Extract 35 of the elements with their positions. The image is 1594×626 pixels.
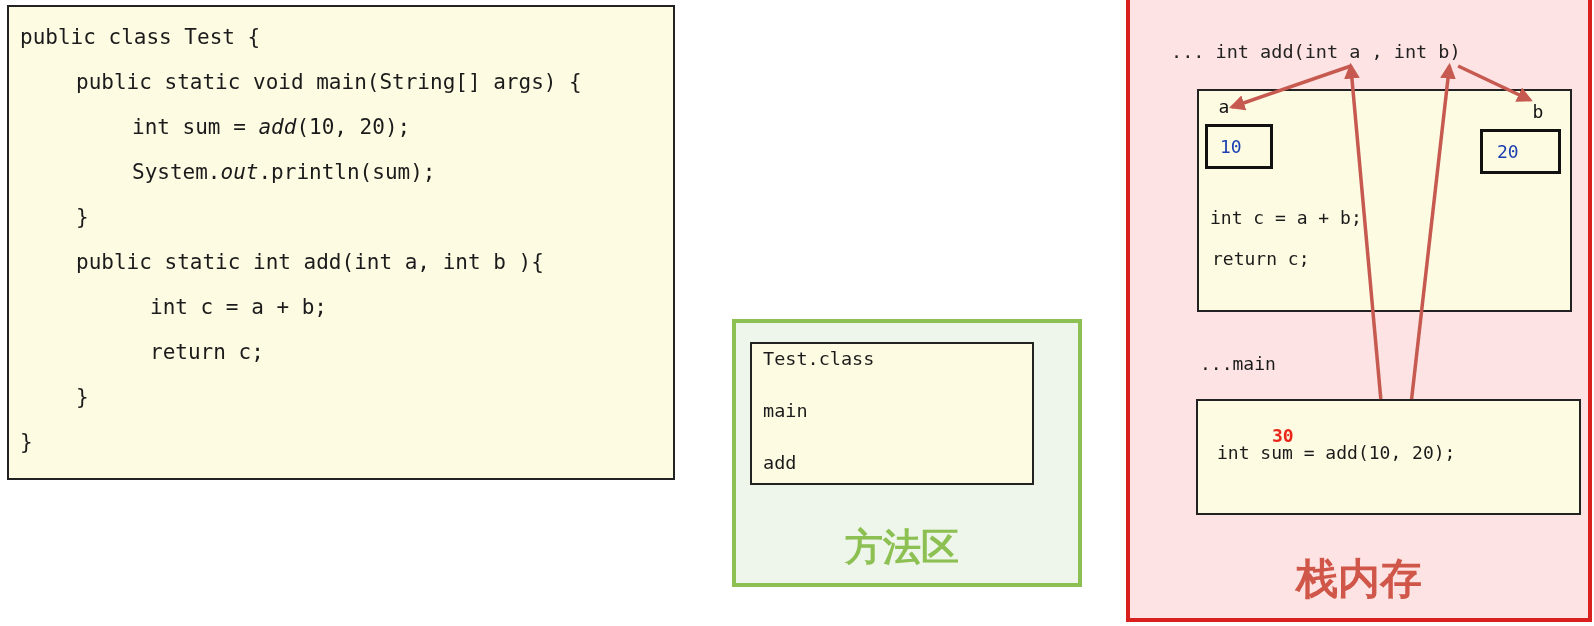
code-line: int c = a + b; [1210, 209, 1362, 227]
code-line: int sum = add(10, 20); [132, 117, 411, 138]
area-title: 栈内存 [1296, 558, 1422, 600]
code-line: int c = a + b; [150, 297, 327, 318]
method-area-panel [732, 319, 1082, 587]
code-line: public static int add(int a, int b ){ [76, 252, 544, 273]
arrow [1229, 64, 1352, 111]
arrow [1409, 62, 1456, 400]
frame-label: ...main [1200, 355, 1276, 373]
class-entry: add [763, 454, 797, 473]
code-line: return c; [150, 342, 264, 363]
code-line: } [20, 432, 33, 453]
code-box [7, 5, 675, 480]
code-line: } [76, 207, 89, 228]
class-box [750, 342, 1034, 485]
code-line: public class Test { [20, 27, 261, 48]
class-entry: main [763, 402, 808, 421]
stack-frame-box [1196, 399, 1581, 515]
stack-memory-panel [1126, 0, 1592, 622]
code-line: public static void main(String[] args) { [76, 72, 582, 93]
value-box: 20 [1480, 129, 1561, 174]
method-signature: ... int add(int a , int b) [1171, 41, 1461, 66]
variable-label: a [1216, 95, 1232, 119]
code-line: int sum = add(10, 20); [1217, 444, 1456, 462]
code-line: return c; [1212, 250, 1310, 268]
value-box: 10 [1205, 124, 1273, 169]
stack-frame-box [1197, 89, 1572, 312]
arrow [1344, 62, 1383, 400]
variable-label: b [1530, 100, 1546, 124]
code-line: System.out.println(sum); [132, 162, 436, 183]
area-title: 方法区 [845, 528, 959, 566]
code-line: } [76, 387, 89, 408]
result-value: 30 [1272, 427, 1294, 445]
arrow [1457, 64, 1533, 102]
class-entry: Test.class [763, 350, 875, 369]
